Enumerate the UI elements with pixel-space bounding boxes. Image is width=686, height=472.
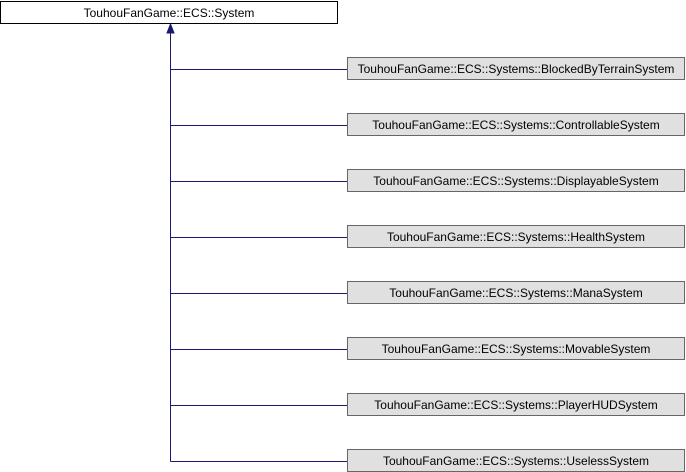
derived-class-box[interactable]	[347, 393, 685, 416]
derived-class-box[interactable]	[347, 57, 685, 80]
derived-class-box[interactable]	[347, 169, 685, 192]
derived-class-box[interactable]	[347, 337, 685, 360]
derived-class-node[interactable]: TouhouFanGame::ECS::Systems::PlayerHUDSy…	[347, 393, 685, 416]
derived-class-node[interactable]: TouhouFanGame::ECS::Systems::MovableSyst…	[347, 337, 685, 360]
derived-class-label: TouhouFanGame::ECS::Systems::BlockedByTe…	[358, 62, 675, 76]
derived-class-label: TouhouFanGame::ECS::Systems::Controllabl…	[372, 118, 659, 132]
derived-class-box[interactable]	[347, 281, 685, 304]
derived-class-label: TouhouFanGame::ECS::Systems::ManaSystem	[389, 286, 642, 300]
inheritance-edges	[166, 22, 348, 462]
derived-class-label: TouhouFanGame::ECS::Systems::MovableSyst…	[382, 342, 651, 356]
derived-class-nodes: TouhouFanGame::ECS::Systems::BlockedByTe…	[347, 57, 685, 472]
derived-class-node[interactable]: TouhouFanGame::ECS::Systems::Displayable…	[347, 169, 685, 192]
derived-class-label: TouhouFanGame::ECS::Systems::HealthSyste…	[387, 230, 645, 244]
derived-class-node[interactable]: TouhouFanGame::ECS::Systems::Controllabl…	[347, 113, 685, 136]
derived-class-label: TouhouFanGame::ECS::Systems::PlayerHUDSy…	[374, 398, 657, 412]
inheritance-arrowhead	[166, 22, 175, 34]
derived-class-box[interactable]	[347, 113, 685, 136]
base-class-label: TouhouFanGame::ECS::System	[84, 6, 255, 20]
derived-class-node[interactable]: TouhouFanGame::ECS::Systems::ManaSystem	[347, 281, 685, 304]
base-class-box[interactable]	[0, 1, 338, 24]
derived-class-node[interactable]: TouhouFanGame::ECS::Systems::UselessSyst…	[347, 449, 685, 472]
derived-class-node[interactable]: TouhouFanGame::ECS::Systems::HealthSyste…	[347, 225, 685, 248]
base-class-node[interactable]: TouhouFanGame::ECS::System	[0, 1, 338, 24]
derived-class-node[interactable]: TouhouFanGame::ECS::Systems::BlockedByTe…	[347, 57, 685, 80]
derived-class-label: TouhouFanGame::ECS::Systems::UselessSyst…	[383, 454, 649, 468]
derived-class-label: TouhouFanGame::ECS::Systems::Displayable…	[373, 174, 658, 188]
derived-class-box[interactable]	[347, 225, 685, 248]
